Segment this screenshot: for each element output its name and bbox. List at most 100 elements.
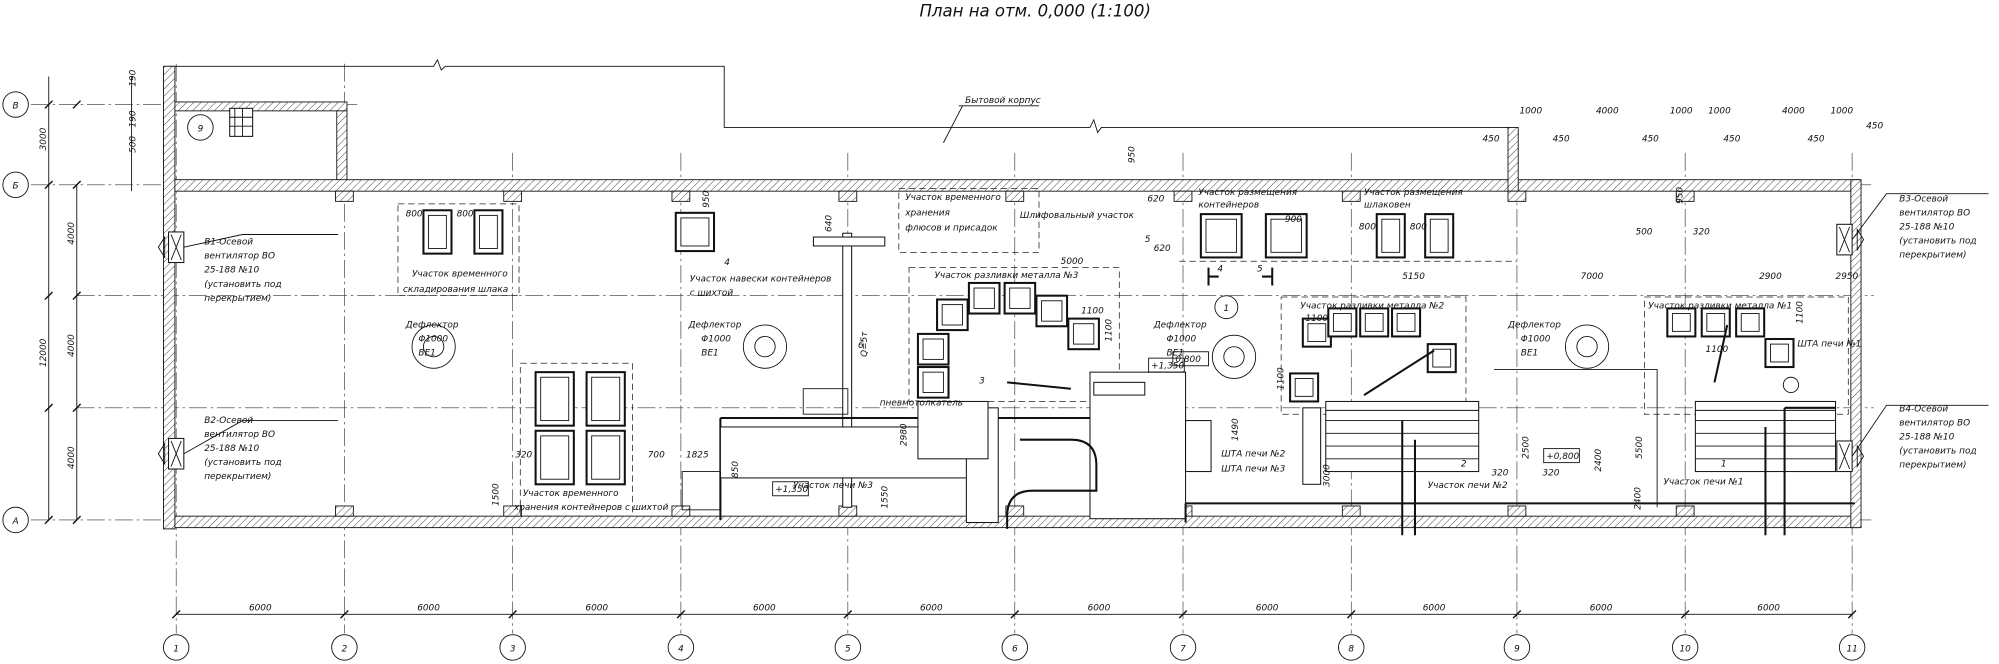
axis-bubble xyxy=(331,634,358,661)
axis-bubble xyxy=(1671,634,1699,661)
dimension-value: 1500 xyxy=(492,483,502,506)
fan-label: вентилятор ВО xyxy=(204,252,275,262)
drawing-label: флюсов и присадок xyxy=(905,224,998,234)
axis-label-column: 10 xyxy=(1679,644,1691,654)
fan-label: (установить под xyxy=(1899,447,1976,457)
dimension-value: 6000 xyxy=(1590,603,1613,613)
dimension-value: 1100 xyxy=(1081,307,1104,317)
callout-number: 6 xyxy=(858,341,864,351)
axis-label-row: Б xyxy=(13,182,19,192)
drawing-label: Участок разливки металла №1 xyxy=(1648,301,1792,311)
dimension-value: 6000 xyxy=(1088,603,1111,613)
deflector-label: ВЕ1 xyxy=(418,349,435,359)
pusher-label: пневмотолкатель xyxy=(880,398,963,408)
elevation-mark: +0,800 xyxy=(1546,452,1579,462)
deflector-label: Φ1000 xyxy=(1166,335,1196,345)
dimension-value: 450 xyxy=(1642,134,1659,144)
sht-label: ШТА печи №2 xyxy=(1221,449,1285,459)
drawing-label: Участок размещения xyxy=(1198,188,1297,198)
axis-bubble xyxy=(1169,634,1197,661)
dimension-value: 1100 xyxy=(1305,314,1328,324)
furnace-1-equipment xyxy=(1694,324,1837,536)
dimension-value: 6000 xyxy=(585,603,608,613)
container-icon xyxy=(916,332,950,366)
drawing-label: Участок временного xyxy=(412,270,508,280)
fan-symbols xyxy=(157,193,1989,473)
dimension-value: 900 xyxy=(1285,215,1302,225)
container-icon xyxy=(1359,307,1390,338)
fan-label: В1-Осевой xyxy=(204,238,253,248)
drawing-label: Участок размещения xyxy=(1364,188,1463,198)
dimension-value: 4000 xyxy=(1782,106,1805,116)
dimension-value: 12000 xyxy=(39,338,49,367)
annex-outline xyxy=(165,58,1517,143)
walls xyxy=(163,65,1862,530)
dimension-value: 1490 xyxy=(1231,418,1241,441)
dimension-value: 6000 xyxy=(1757,603,1780,613)
elevation-mark: +1,350 xyxy=(1151,361,1184,371)
room-number-circle xyxy=(187,114,214,141)
axis-bubble xyxy=(667,634,695,661)
zone-outlines xyxy=(397,188,1849,517)
axis-bubble xyxy=(2,171,29,198)
dimension-value: 1550 xyxy=(880,486,890,509)
container-icon xyxy=(674,211,716,253)
room-number: 9 xyxy=(198,124,204,134)
dimension-value: 1000 xyxy=(1708,106,1731,116)
fan-label: перекрытием) xyxy=(1899,461,1966,471)
dimension-value: 6000 xyxy=(249,603,272,613)
dimension-value: 800 xyxy=(457,210,474,220)
container-icon xyxy=(585,371,626,427)
axis-bubble xyxy=(2,506,29,534)
fan-label: В2-Осевой xyxy=(204,416,253,426)
elevation-mark: 0,800 xyxy=(1175,355,1201,365)
furnace-2-equipment xyxy=(1302,349,1480,536)
drawing-label: контейнеров xyxy=(1198,201,1259,211)
drawing-label: хранения xyxy=(904,208,950,218)
drawing-label: складирования шлака xyxy=(403,285,508,295)
drawing-label: Участок временного xyxy=(523,489,619,499)
fan-label: вентилятор ВО xyxy=(1899,419,1970,429)
dimension-value: 800 xyxy=(1410,222,1427,232)
drawing-label: Шлифовальный участок xyxy=(1020,211,1135,221)
dimension-value: 3000 xyxy=(39,127,49,150)
dimension-value: 320 xyxy=(1542,468,1559,478)
axis-label-column: 11 xyxy=(1846,644,1857,654)
container-icon xyxy=(1424,213,1455,259)
container-icon xyxy=(422,209,453,255)
container-icon xyxy=(1003,281,1037,315)
dimension-value: 2500 xyxy=(1521,436,1531,459)
fan-label: В4-Осевой xyxy=(1899,405,1948,415)
fan-label: вентилятор ВО xyxy=(1899,208,1970,218)
dimension-value: 450 xyxy=(1553,134,1570,144)
dimension-value: 450 xyxy=(1866,122,1883,132)
dimension-value: 4000 xyxy=(67,334,77,357)
deflector-label: Дефлектор xyxy=(1507,321,1561,331)
fan-label: (установить под xyxy=(204,280,281,290)
dimension-value: 6000 xyxy=(1423,603,1446,613)
container-icon xyxy=(534,429,575,486)
container-icon xyxy=(1391,307,1422,338)
axis-label-column: 9 xyxy=(1514,644,1520,654)
fan-label: 25-188 №10 xyxy=(1899,222,1954,232)
axis-label-column: 2 xyxy=(342,644,348,654)
drawing-label: Участок временного xyxy=(905,193,1001,203)
callout-number: 4 xyxy=(724,258,730,268)
dimension-value: 320 xyxy=(1491,468,1508,478)
fan-label: 25-188 №10 xyxy=(1899,433,1954,443)
container-icon xyxy=(1764,337,1795,369)
deflector-label: ВЕ1 xyxy=(701,349,718,359)
fan-label: перекрытием) xyxy=(204,472,271,482)
container-icon xyxy=(1199,213,1243,259)
container-icon xyxy=(936,298,969,332)
container-icon xyxy=(967,281,1001,315)
deflector-label: Дефлектор xyxy=(688,321,742,331)
fan-label: 25-188 №10 xyxy=(204,444,259,454)
deflector-label: ВЕ1 xyxy=(1521,349,1538,359)
fan-label: вентилятор ВО xyxy=(204,430,275,440)
dimension-value: 4000 xyxy=(67,222,77,245)
container-icon xyxy=(585,429,626,486)
drawing-label: Участок разливки металла №3 xyxy=(935,271,1079,281)
